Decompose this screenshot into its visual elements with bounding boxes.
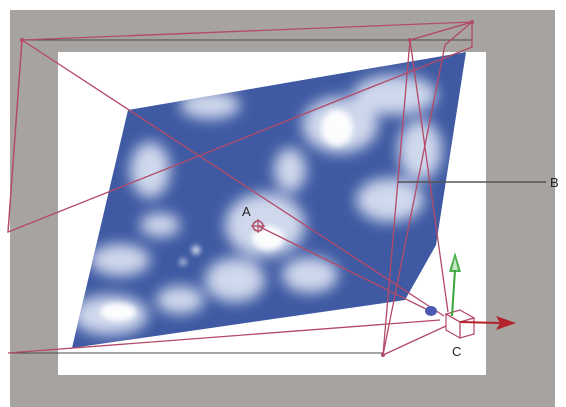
frustum-corner-markers	[20, 20, 474, 357]
frustum-edge	[7, 39, 23, 233]
camera-body-icon[interactable]	[444, 309, 476, 340]
x-axis-arrow-icon[interactable]	[459, 316, 516, 330]
callout-label-c: C	[452, 344, 461, 359]
y-axis-arrow-icon[interactable]	[449, 252, 461, 317]
cloud-texture	[72, 75, 442, 335]
frustum-edge	[7, 319, 441, 354]
cloud-highlights	[100, 110, 353, 321]
frustum-edge	[409, 39, 449, 313]
z-axis-handle-icon[interactable]	[425, 306, 437, 316]
callout-label-b: B	[550, 175, 559, 190]
frustum-edge	[21, 39, 445, 317]
callout-label-a: A	[242, 204, 251, 219]
frustum-edge	[382, 325, 447, 356]
frustum-edge	[409, 21, 473, 41]
camera-gizmo[interactable]	[425, 252, 516, 340]
anchor-point-icon[interactable]	[251, 219, 265, 233]
camera-target-line	[257, 225, 433, 313]
camera-wireframe[interactable]	[7, 21, 473, 356]
